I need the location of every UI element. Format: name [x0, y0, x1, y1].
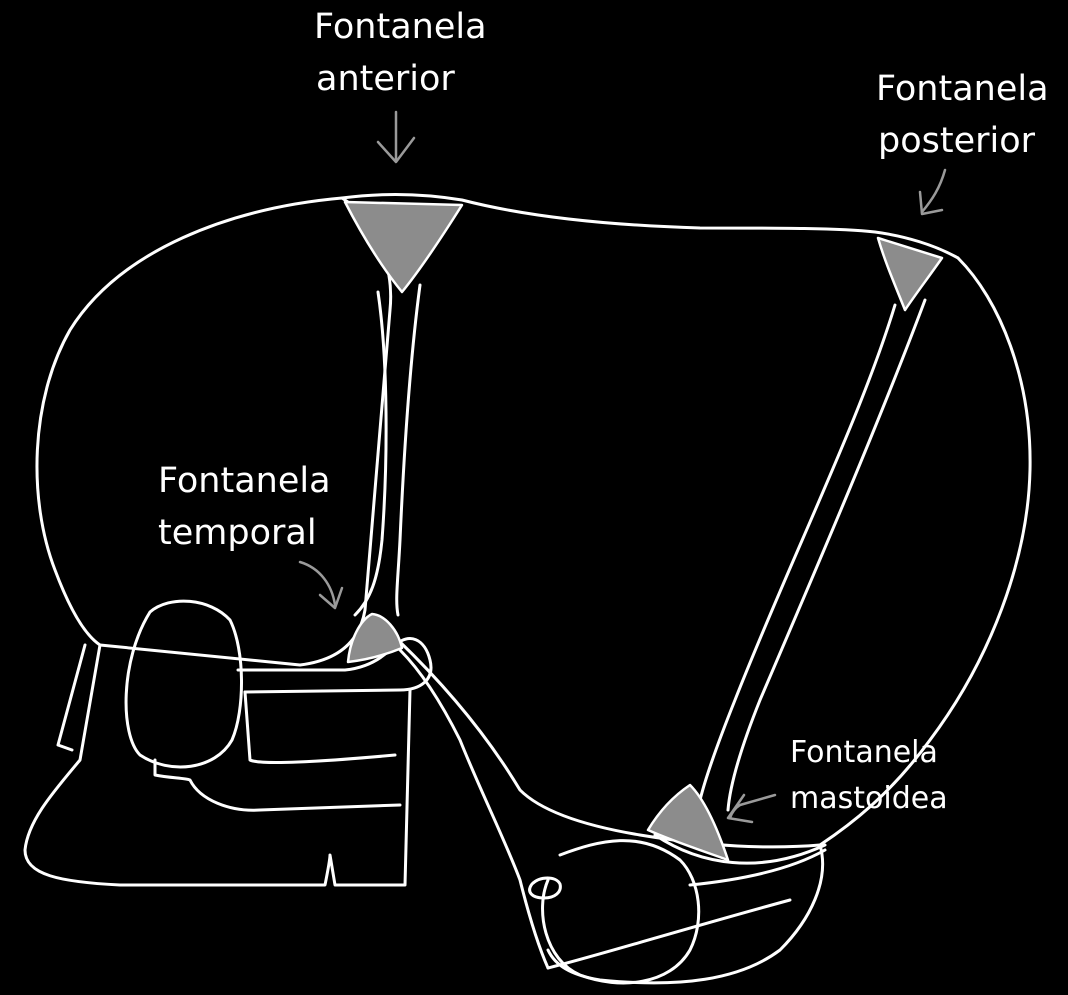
label-anterior-line2: anterior	[316, 59, 455, 99]
label-posterior-line2: posterior	[878, 121, 1036, 161]
label-anterior-line1: Fontanela	[314, 7, 487, 47]
label-posterior-line1: Fontanela	[876, 69, 1049, 109]
label-mastoidea-line2: mastoidea	[790, 781, 948, 816]
label-temporal-line2: temporal	[158, 513, 317, 553]
label-temporal-line1: Fontanela	[158, 461, 331, 501]
label-mastoidea-line1: Fontanela	[790, 735, 938, 770]
